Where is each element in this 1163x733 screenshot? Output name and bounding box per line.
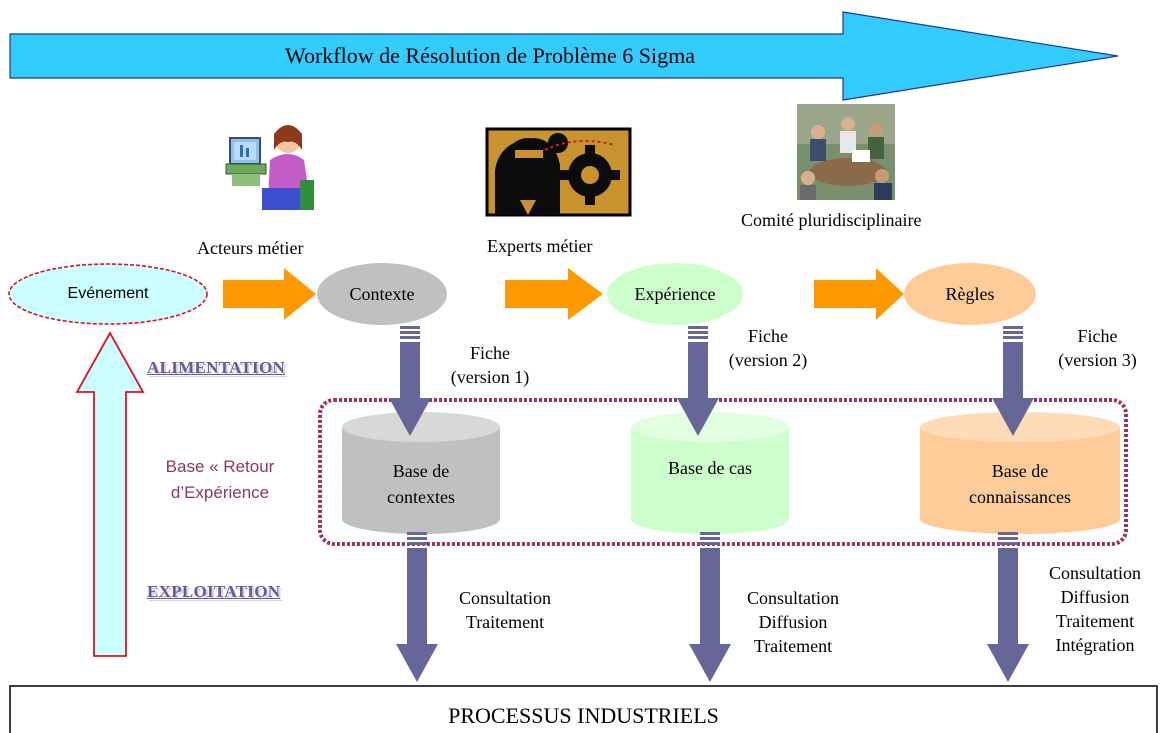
base-contextes-cylinder xyxy=(342,412,500,534)
usage-contextes: Consultation Traitement xyxy=(440,586,570,634)
usage-2-item: Diffusion xyxy=(758,612,828,632)
stage-contexte-ellipse xyxy=(317,263,447,325)
base-cas-cylinder xyxy=(631,412,789,534)
usage-3-item: Intégration xyxy=(1055,635,1135,655)
base-3-line2: connaissances xyxy=(969,487,1071,507)
retour-experience-label: Base « Retour d’Expérience xyxy=(140,454,300,506)
stage-experience: Expérience xyxy=(634,284,716,304)
orange-arrow-1 xyxy=(223,268,316,320)
base-connaissances-label: Base de connaissances xyxy=(920,458,1120,510)
usage-2-item: Consultation xyxy=(746,588,839,608)
down-arrow-exploitation-3 xyxy=(987,532,1029,682)
usage-connaissances: Consultation Diffusion Traitement Intégr… xyxy=(1030,561,1160,657)
retour-experience-frame xyxy=(318,398,1128,546)
down-arrow-fiche-3 xyxy=(992,326,1034,436)
return-up-arrow xyxy=(75,331,145,657)
usage-1-item: Traitement xyxy=(465,612,545,632)
usage-3-item: Diffusion xyxy=(1060,587,1130,607)
down-arrow-fiche-2 xyxy=(677,326,719,436)
fiche-version-3: Fiche (version 3) xyxy=(1040,324,1155,372)
stage-regles: Règles xyxy=(945,284,995,304)
section-alimentation: ALIMENTATION xyxy=(147,358,286,377)
stage-evenement: Evénement xyxy=(67,285,149,302)
usage-2-item: Traitement xyxy=(753,636,833,656)
down-arrow-exploitation-1 xyxy=(396,532,438,682)
down-arrow-exploitation-2 xyxy=(689,532,731,682)
actor-label-acteurs: Acteurs métier xyxy=(197,238,304,258)
page-title: Workflow de Résolution de Problème 6 Sig… xyxy=(284,43,696,68)
fiche-3-line1: Fiche xyxy=(1077,326,1118,346)
title-banner-arrow xyxy=(9,11,1119,101)
expert-gears-icon xyxy=(485,127,632,217)
base-connaissances-cylinder xyxy=(920,412,1120,534)
fiche-1-line1: Fiche xyxy=(470,343,510,363)
base-3-line1: Base de xyxy=(991,461,1049,481)
retour-line1: Base « Retour xyxy=(165,457,275,476)
section-exploitation: EXPLOITATION xyxy=(147,582,281,601)
fiche-2-line2: (version 2) xyxy=(728,350,808,370)
base-contextes-label: Base de contextes xyxy=(342,458,500,510)
orange-arrow-2 xyxy=(505,268,603,320)
fiche-version-2: Fiche (version 2) xyxy=(712,324,824,372)
fiche-3-line2: (version 3) xyxy=(1058,350,1137,370)
meeting-photo-icon xyxy=(797,104,895,200)
fiche-version-1: Fiche (version 1) xyxy=(430,341,550,389)
processus-box xyxy=(9,685,1158,733)
person-at-computer-icon xyxy=(225,125,314,210)
usage-1-item: Consultation xyxy=(458,588,551,608)
down-arrow-fiche-1 xyxy=(389,326,431,436)
stage-evenement-ellipse xyxy=(8,263,208,325)
base-1-line2: contextes xyxy=(387,487,455,507)
fiche-2-line1: Fiche xyxy=(748,326,788,346)
usage-3-item: Traitement xyxy=(1055,611,1135,631)
retour-line2: d’Expérience xyxy=(170,483,270,502)
usage-cas: Consultation Diffusion Traitement xyxy=(728,586,858,658)
orange-arrow-3 xyxy=(814,268,904,320)
fiche-1-line2: (version 1) xyxy=(450,367,530,387)
base-cas-label: Base de cas xyxy=(668,458,752,478)
stage-contexte: Contexte xyxy=(349,284,415,304)
stage-experience-ellipse xyxy=(607,263,743,325)
actor-label-experts: Experts métier xyxy=(487,236,593,256)
actor-label-comite: Comité pluridisciplinaire xyxy=(741,210,922,230)
processus-industriels-label: PROCESSUS INDUSTRIELS xyxy=(448,703,719,728)
stage-regles-ellipse xyxy=(904,263,1036,325)
base-1-line1: Base de xyxy=(392,461,450,481)
usage-3-item: Consultation xyxy=(1048,563,1141,583)
